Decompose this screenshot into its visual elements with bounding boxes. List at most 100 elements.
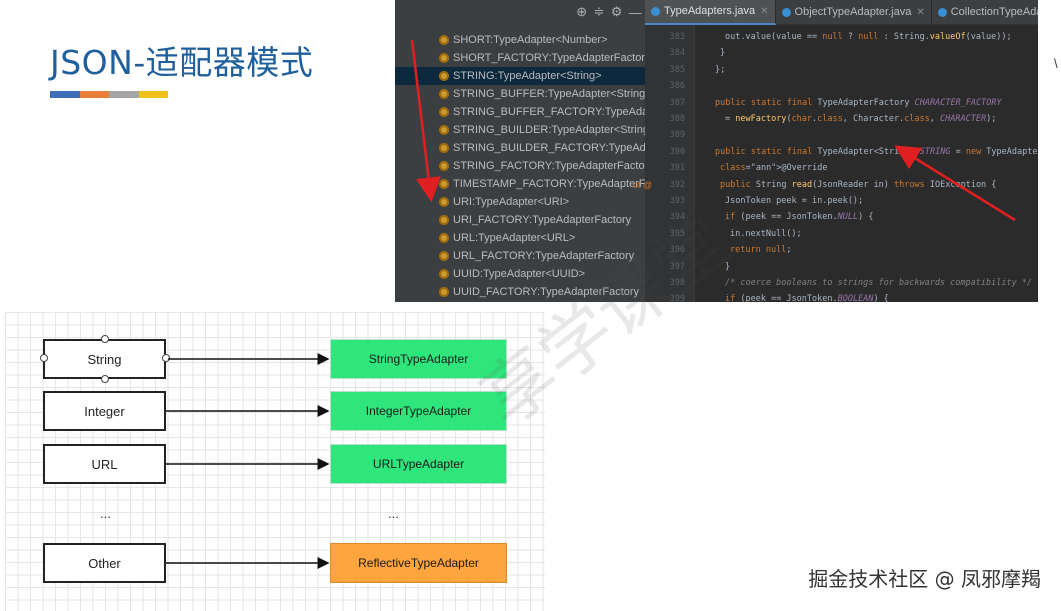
code-line: 389 bbox=[645, 127, 1038, 143]
tree-item[interactable]: STRING:TypeAdapter<String> bbox=[395, 67, 645, 85]
tree-item[interactable]: STRING_BUILDER:TypeAdapter<StringBuilder… bbox=[439, 121, 645, 139]
field-icon bbox=[439, 89, 449, 99]
structure-panel: ⊕ ≑ ⚙ — SHORT:TypeAdapter<Number> SHORT_F… bbox=[395, 0, 645, 302]
type-box-other[interactable]: Other bbox=[43, 543, 166, 583]
connection-handle-left[interactable] bbox=[40, 354, 48, 362]
override-gutter-icon[interactable]: of @ bbox=[633, 179, 653, 190]
line-number: 389 bbox=[669, 130, 685, 141]
line-number: 395 bbox=[669, 228, 685, 239]
type-ellipsis: ... bbox=[100, 506, 111, 521]
color-bar-segment-gray bbox=[109, 91, 139, 98]
field-icon bbox=[439, 143, 449, 153]
crosshair-icon[interactable]: ⊕ bbox=[576, 4, 588, 19]
code-text: if (peek == JsonToken.BOOLEAN) { bbox=[725, 294, 889, 302]
tree-item[interactable]: STRING_BUFFER_FACTORY:TypeAdapterFactory bbox=[439, 103, 645, 121]
tree-item[interactable]: URI_FACTORY:TypeAdapterFactory bbox=[439, 211, 645, 229]
line-number: 385 bbox=[669, 64, 685, 75]
connection-handle-right[interactable] bbox=[162, 354, 170, 362]
editor-pane: TypeAdapters.java ✕ ObjectTypeAdapter.ja… bbox=[633, 0, 1038, 302]
tree-item[interactable]: SHORT:TypeAdapter<Number> bbox=[439, 31, 645, 49]
tree-item-label: SHORT_FACTORY:TypeAdapterFactory bbox=[453, 52, 645, 64]
java-class-icon bbox=[651, 6, 660, 16]
code-line: 385}; bbox=[645, 62, 1038, 78]
line-number: 394 bbox=[669, 212, 685, 223]
edge-glyph: \ bbox=[1054, 56, 1058, 71]
field-icon bbox=[439, 215, 449, 225]
tree-item-label: TIMESTAMP_FACTORY:TypeAdapterFactory bbox=[453, 178, 645, 190]
code-text: } bbox=[725, 261, 731, 272]
tree-item[interactable]: URL_FACTORY:TypeAdapterFactory bbox=[439, 247, 645, 265]
tree-item-label: URI:TypeAdapter<URI> bbox=[453, 196, 570, 208]
tree-item[interactable]: STRING_FACTORY:TypeAdapterFactory bbox=[439, 157, 645, 175]
adapter-box-integer[interactable]: IntegerTypeAdapter bbox=[330, 391, 507, 431]
code-text: /* coerce booleans to strings for backwa… bbox=[725, 278, 1033, 288]
field-icon bbox=[439, 35, 449, 45]
close-icon[interactable]: ✕ bbox=[916, 6, 925, 18]
tree-item[interactable]: UUID:TypeAdapter<UUID> bbox=[439, 265, 645, 283]
tree-item-label: URL:TypeAdapter<URL> bbox=[453, 232, 576, 244]
field-icon bbox=[439, 161, 449, 171]
tree-item-label: STRING_BUFFER:TypeAdapter<StringBuffer> bbox=[453, 88, 645, 100]
tab-label: TypeAdapters.java bbox=[664, 5, 756, 17]
gear-icon[interactable]: ⚙ bbox=[610, 4, 623, 19]
line-number: 384 bbox=[669, 48, 685, 59]
tree-item-label: URL_FACTORY:TypeAdapterFactory bbox=[453, 250, 635, 262]
tree-item-label: UUID:TypeAdapter<UUID> bbox=[453, 268, 586, 280]
tree-item-label: STRING:TypeAdapter<String> bbox=[453, 70, 602, 82]
tree-item[interactable]: UUID_FACTORY:TypeAdapterFactory bbox=[439, 283, 645, 301]
tree-item[interactable]: STRING_BUFFER:TypeAdapter<StringBuffer> bbox=[439, 85, 645, 103]
field-icon bbox=[439, 287, 449, 297]
line-number: 386 bbox=[669, 81, 685, 92]
tab-collectiontypeadapterfactory[interactable]: CollectionTypeAdapterFactory.java bbox=[932, 0, 1038, 25]
code-text: public static final TypeAdapter<String> … bbox=[715, 146, 1038, 157]
type-box-url[interactable]: URL bbox=[43, 444, 166, 484]
java-class-icon bbox=[781, 7, 791, 17]
tree-item-label: STRING_BUILDER:TypeAdapter<StringBuilder… bbox=[453, 124, 645, 136]
code-line: 397} bbox=[645, 259, 1038, 275]
tree-item[interactable]: URI:TypeAdapter<URI> bbox=[439, 193, 645, 211]
tree-item[interactable]: SHORT_FACTORY:TypeAdapterFactory bbox=[439, 49, 645, 67]
adapter-box-reflective[interactable]: ReflectiveTypeAdapter bbox=[330, 543, 507, 583]
tree-item[interactable]: URL:TypeAdapter<URL> bbox=[439, 229, 645, 247]
color-bar-segment-yellow bbox=[138, 91, 168, 98]
type-box-string[interactable]: String bbox=[43, 339, 166, 379]
tree-item-label: SHORT:TypeAdapter<Number> bbox=[453, 34, 608, 46]
adapter-box-url[interactable]: URLTypeAdapter bbox=[330, 444, 507, 484]
tree-item-label: UUID_FACTORY:TypeAdapterFactory bbox=[453, 286, 640, 298]
tree-item[interactable]: TIMESTAMP_FACTORY:TypeAdapterFactory bbox=[439, 175, 645, 193]
tab-typeadapters[interactable]: TypeAdapters.java ✕ bbox=[645, 0, 776, 25]
tree-item[interactable]: STRING_BUILDER_FACTORY:TypeAdapterFactor… bbox=[439, 139, 645, 157]
color-bar-segment-blue bbox=[50, 91, 80, 98]
tab-label: ObjectTypeAdapter.java bbox=[794, 6, 912, 18]
editor-tabbar: TypeAdapters.java ✕ ObjectTypeAdapter.ja… bbox=[645, 0, 1038, 25]
line-number: 391 bbox=[669, 163, 685, 174]
line-number: 388 bbox=[669, 114, 685, 124]
adapter-box-string[interactable]: StringTypeAdapter bbox=[330, 339, 507, 379]
connection-handle-top[interactable] bbox=[101, 335, 109, 343]
line-number: 396 bbox=[669, 245, 685, 256]
type-box-integer[interactable]: Integer bbox=[43, 391, 166, 431]
tree-item-label: URI_FACTORY:TypeAdapterFactory bbox=[453, 214, 632, 226]
close-icon[interactable]: ✕ bbox=[760, 5, 769, 17]
connection-handle-bottom[interactable] bbox=[101, 375, 109, 383]
code-line: 384} bbox=[645, 45, 1038, 61]
field-icon bbox=[439, 251, 449, 261]
tree-item-label: STRING_FACTORY:TypeAdapterFactory bbox=[453, 160, 645, 172]
code-text: out.value(value == null ? null : String.… bbox=[725, 32, 1012, 42]
code-line: 388= newFactory(char.class, Character.cl… bbox=[645, 111, 1038, 127]
collapse-icon[interactable]: ≑ bbox=[593, 4, 605, 19]
tree-item-label: STRING_BUFFER_FACTORY:TypeAdapterFactory bbox=[453, 106, 645, 118]
code-text: public String read(JsonReader in) throws… bbox=[720, 179, 997, 190]
field-icon bbox=[439, 197, 449, 207]
code-line: 383 out.value(value == null ? null : Stri… bbox=[645, 29, 1038, 45]
minimize-icon[interactable]: — bbox=[628, 4, 642, 20]
tab-objecttypeadapter[interactable]: ObjectTypeAdapter.java ✕ bbox=[776, 0, 932, 25]
line-number: 399 bbox=[669, 294, 685, 302]
line-number: 383 bbox=[669, 32, 685, 42]
